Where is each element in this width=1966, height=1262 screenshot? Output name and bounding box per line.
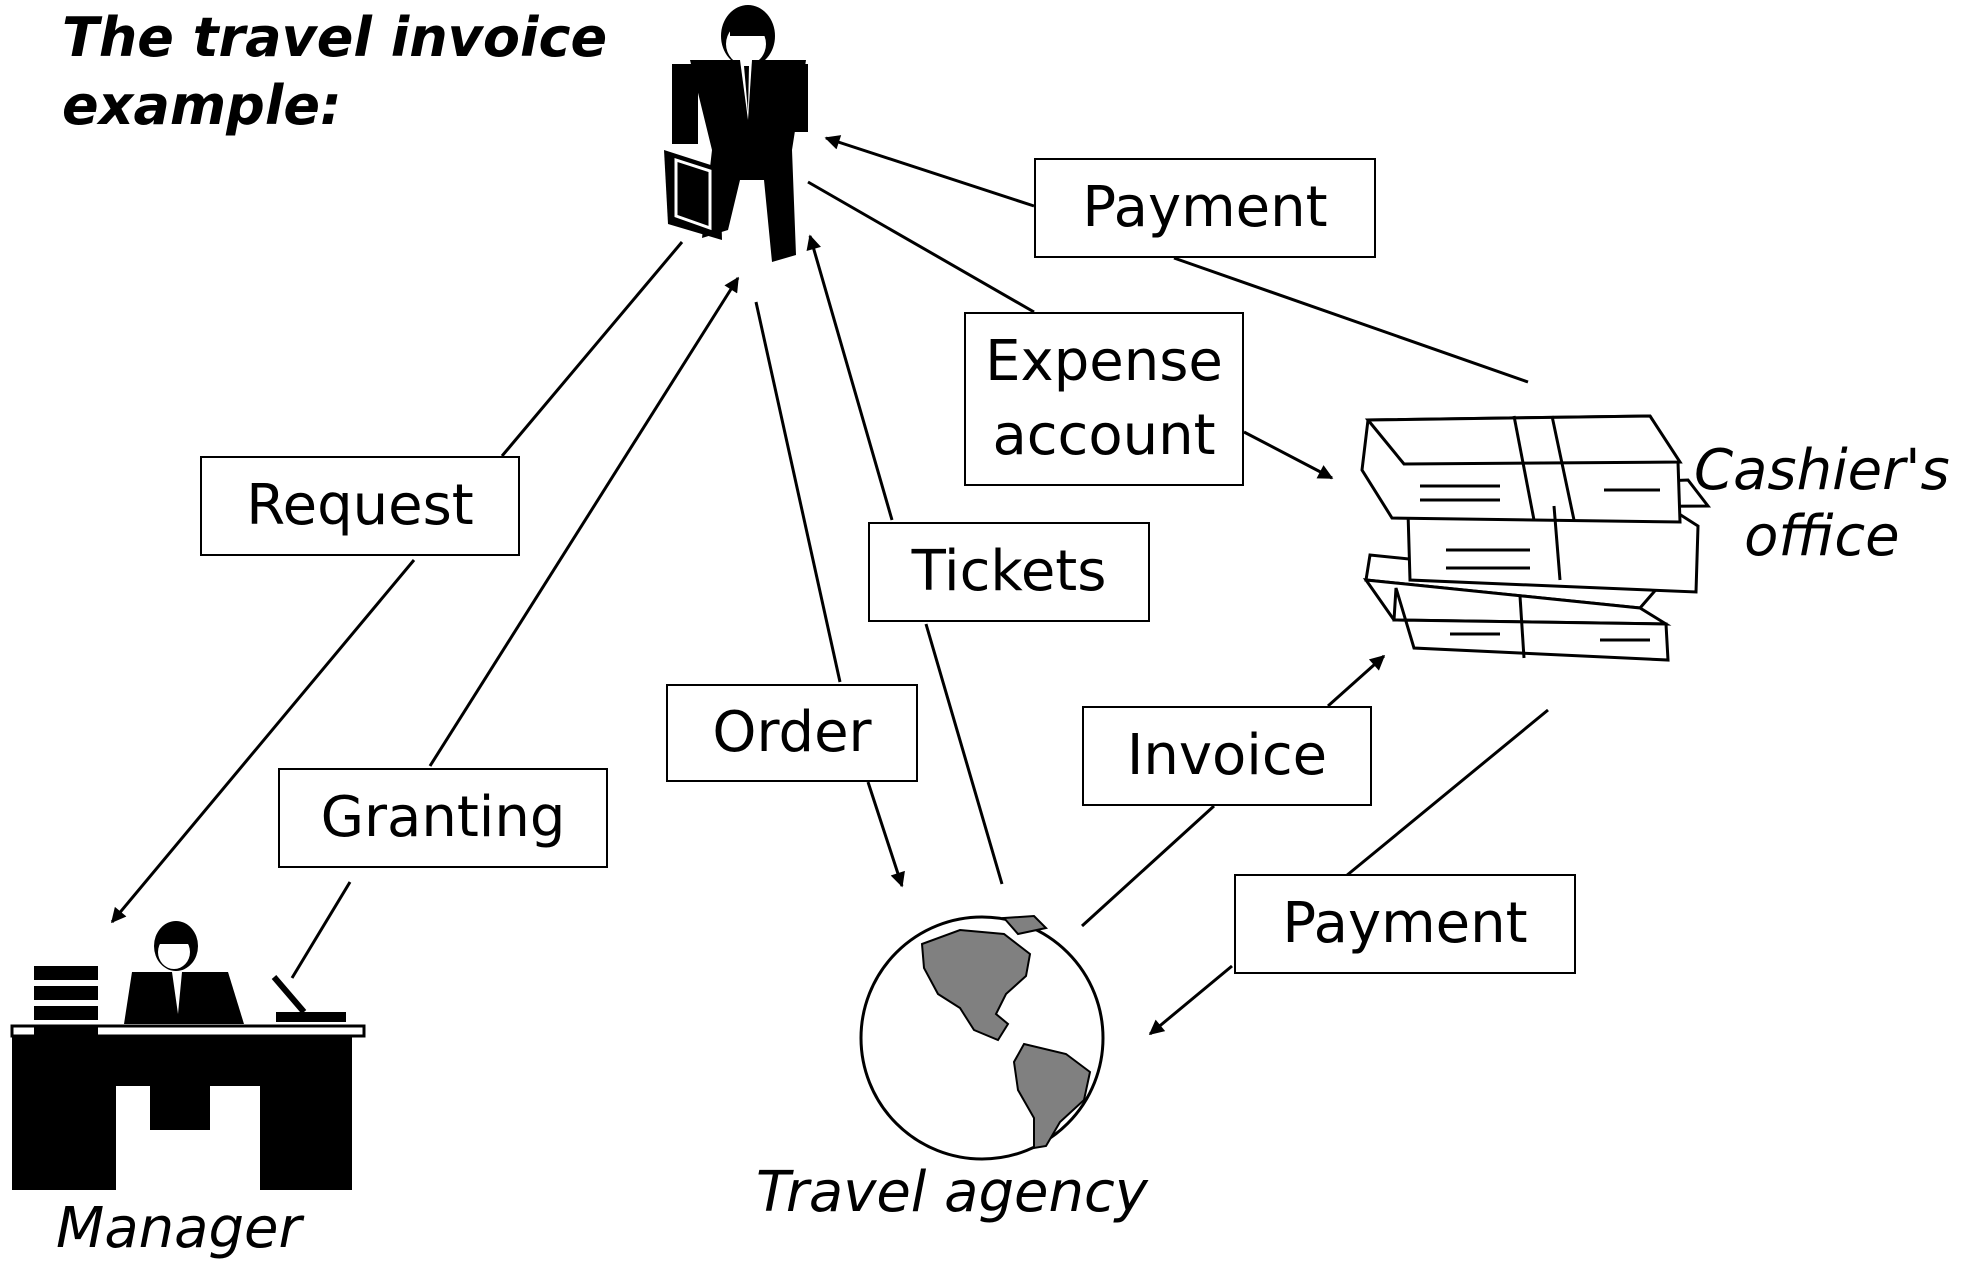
title-line-2: example: xyxy=(62,74,342,137)
cash-stack-icon xyxy=(1360,414,1712,662)
globe-icon xyxy=(859,914,1105,1161)
tickets-line xyxy=(924,623,1004,885)
order-label: Order xyxy=(666,684,918,782)
manager-desk-icon xyxy=(10,921,366,1190)
invoice-label: Invoice xyxy=(1082,706,1372,806)
granting-label: Granting xyxy=(278,768,608,868)
granting-line xyxy=(290,881,352,979)
payment-top-arrow-line xyxy=(824,135,1035,208)
cashier-caption: Cashier's office xyxy=(1694,438,1950,570)
tickets-label: Tickets xyxy=(868,522,1150,622)
expense-line-2: account xyxy=(992,403,1216,468)
payment-top-line xyxy=(1173,256,1529,384)
expense-arrow-line xyxy=(1243,430,1334,480)
payment-top-label: Payment xyxy=(1034,158,1376,258)
expense-line-1: Expense xyxy=(985,329,1223,394)
expense-account-label: Expense account xyxy=(964,312,1244,486)
invoice-arrow-line xyxy=(1327,654,1386,708)
traveler-icon xyxy=(664,5,808,262)
manager-caption: Manager xyxy=(56,1196,302,1261)
connectors xyxy=(110,135,1549,1036)
request-line xyxy=(500,241,684,457)
cashier-line-1: Cashier's xyxy=(1694,438,1950,503)
title-line-1: The travel invoice xyxy=(62,6,608,69)
granting-arrow-line xyxy=(428,276,740,767)
payment-bottom-line xyxy=(1345,708,1549,878)
invoice-line xyxy=(1080,804,1216,928)
diagram-title: The travel invoice example: xyxy=(62,4,607,140)
order-line xyxy=(754,301,842,683)
request-label: Request xyxy=(200,456,520,556)
payment-bottom-label: Payment xyxy=(1234,874,1576,974)
expense-line xyxy=(807,180,1035,314)
order-arrow-line xyxy=(866,781,905,888)
tickets-arrow-line xyxy=(806,234,894,521)
travel-agency-caption: Travel agency xyxy=(756,1160,1148,1225)
payment-bottom-arrow-line xyxy=(1148,964,1233,1036)
cashier-line-2: office xyxy=(1744,504,1900,569)
request-arrow-line xyxy=(110,559,416,924)
